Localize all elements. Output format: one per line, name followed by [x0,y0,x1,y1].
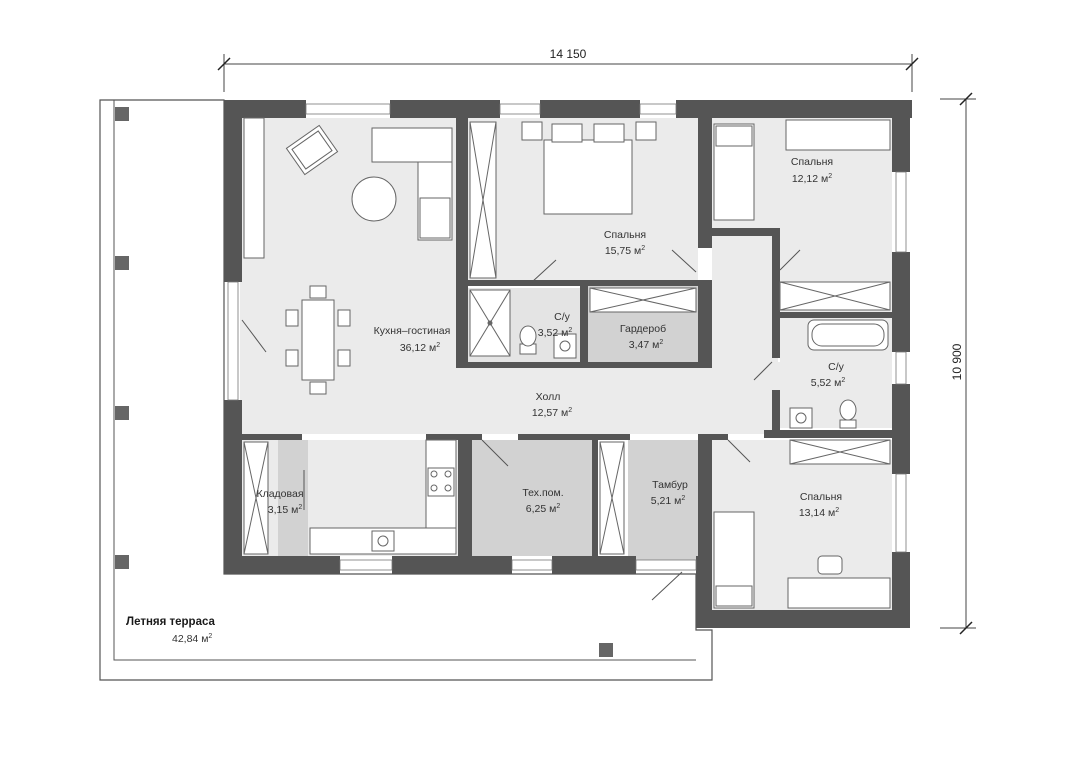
svg-text:42,84 м2: 42,84 м2 [172,633,212,645]
closet [779,281,891,311]
svg-text:36,12 м2: 36,12 м2 [400,342,440,354]
svg-text:13,14 м2: 13,14 м2 [799,507,839,519]
bedroom-se-label: Спальня 13,14 м2 [799,491,842,519]
svg-text:Спальня: Спальня [604,229,646,241]
door-swings [241,249,801,601]
chair [817,555,843,575]
single-bed [713,123,755,221]
kitchen-living-label: Кухня–гостиная 36,12 м2 [374,325,451,354]
terrace [99,99,713,681]
svg-text:5,52 м2: 5,52 м2 [811,377,846,389]
sink [553,333,577,359]
wardrobe-cabinet [469,121,497,279]
svg-text:Спальня: Спальня [791,156,833,168]
terrace-post [599,643,613,657]
svg-text:3,47 м2: 3,47 м2 [629,339,664,351]
vestibule-label: Тамбур 5,21 м2 [651,479,688,507]
svg-text:Кладовая: Кладовая [256,488,303,500]
windows [227,103,907,571]
shower [469,289,511,357]
svg-text:Тамбур: Тамбур [652,479,688,491]
svg-text:Холл: Холл [536,391,561,403]
double-bed [521,121,657,215]
svg-text:Летняя терраса: Летняя терраса [126,616,216,628]
desk [787,577,891,609]
coffee-table [351,176,397,222]
dining-table [285,285,351,395]
svg-text:3,15 м2: 3,15 м2 [268,504,303,516]
pantry-shelves [243,441,269,555]
desk [785,119,891,151]
toilet [839,399,857,429]
terrace-post [115,256,129,270]
svg-text:С/у: С/у [554,311,571,323]
bathtub [807,319,889,351]
svg-text:12,57 м2: 12,57 м2 [532,407,572,419]
svg-text:С/у: С/у [828,361,845,373]
tv-cabinet [243,117,265,259]
sofa [371,127,453,241]
bedroom-center-label: Спальня 15,75 м2 [604,229,646,257]
svg-text:5,21 м2: 5,21 м2 [651,495,686,507]
wardrobe-label: Гардероб 3,47 м2 [620,323,666,351]
single-bed [713,511,755,609]
svg-text:Тех.пом.: Тех.пом. [522,487,563,499]
svg-text:6,25 м2: 6,25 м2 [526,503,561,515]
armchair [285,124,339,176]
bedroom-ne-label: Спальня 12,12 м2 [791,156,833,185]
bathroom-east-label: С/у 5,52 м2 [811,361,846,389]
room-labels: Кухня–гостиная 36,12 м2 Спальня 15,75 м2… [126,156,845,645]
vestibule-closet [599,441,625,555]
width-dimension-label: 14 150 [550,47,587,61]
svg-text:12,12 м2: 12,12 м2 [792,173,832,185]
terrace-label: Летняя терраса 42,84 м2 [126,616,216,645]
width-dimension [217,54,919,92]
svg-text:Спальня: Спальня [800,491,842,503]
bathroom-small-label: С/у 3,52 м2 [538,311,573,339]
svg-text:3,52 м2: 3,52 м2 [538,327,573,339]
svg-text:Кухня–гостиная: Кухня–гостиная [374,325,451,337]
terrace-post [115,555,129,569]
walls [224,100,912,628]
pantry-label: Кладовая 3,15 м2 [256,488,303,516]
svg-text:Гардероб: Гардероб [620,323,666,335]
wardrobe-shelves [589,287,697,313]
closet [789,439,891,465]
svg-text:15,75 м2: 15,75 м2 [605,245,645,257]
height-dimension [940,92,976,635]
toilet [519,325,537,355]
sink [789,407,813,429]
height-dimension-label: 10 900 [950,343,964,380]
hall-label: Холл 12,57 м2 [532,391,572,419]
tech-room-label: Тех.пом. 6,25 м2 [522,487,563,515]
terrace-post [115,406,129,420]
terrace-post [115,107,129,121]
kitchen-counter [309,439,457,555]
